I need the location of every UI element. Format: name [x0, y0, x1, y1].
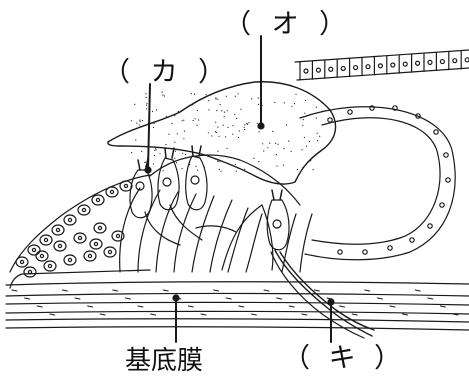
tectorial-membrane: [108, 82, 336, 184]
label-ka: （ カ ）: [103, 50, 231, 89]
pointer-line-ka: [148, 84, 150, 170]
outer-sulcus-cells: [300, 106, 455, 260]
pointer-dot-o: [258, 123, 264, 129]
pointer-dot-ka: [145, 167, 151, 173]
pointer-dot-basilar: [173, 295, 179, 301]
basilar-membrane-band: [6, 282, 469, 330]
label-basilar-membrane: 基底膜: [125, 340, 203, 377]
tectorial-stipple: [131, 92, 321, 172]
label-ki: （ キ ）: [283, 336, 406, 375]
inner-sulcus-cells: [10, 175, 150, 288]
inner-hair-cell: [267, 190, 374, 338]
label-o: （ オ ）: [224, 2, 352, 41]
reissner-membrane-cells: [295, 50, 469, 80]
pointer-dot-ki: [328, 299, 334, 305]
